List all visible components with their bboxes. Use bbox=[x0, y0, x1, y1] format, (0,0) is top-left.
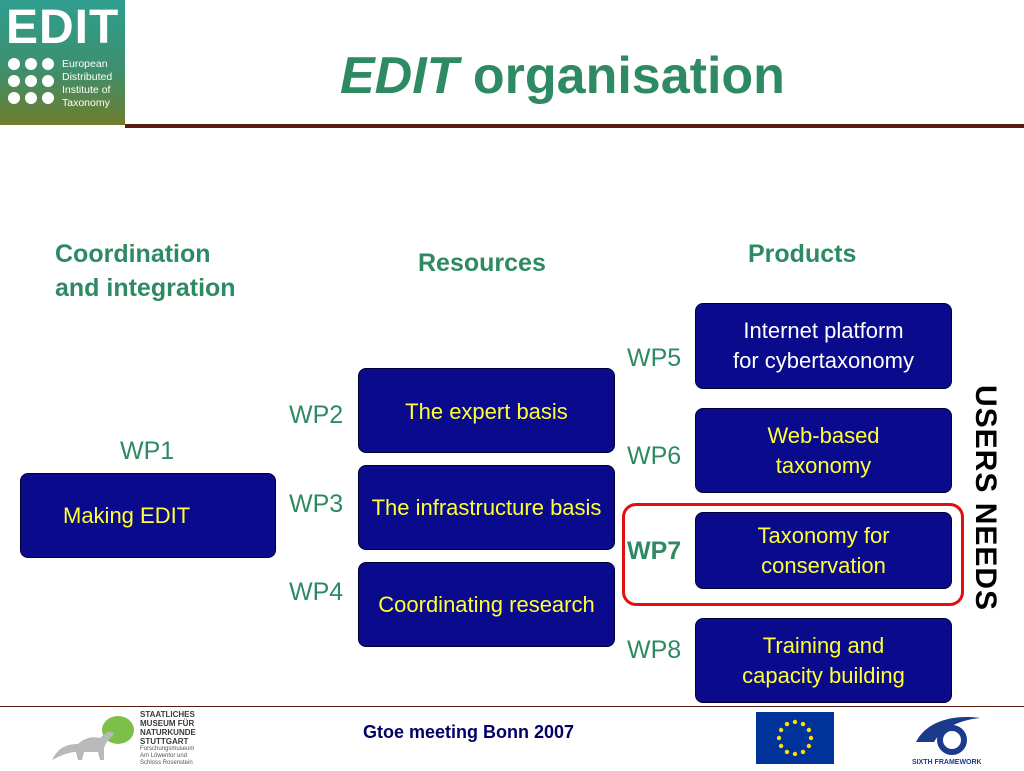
footer-divider bbox=[0, 706, 1024, 707]
wp7-highlight bbox=[622, 503, 964, 606]
box-web-based-taxonomy-line2: taxonomy bbox=[775, 452, 872, 478]
box-making-edit-text: Making EDIT bbox=[63, 502, 191, 528]
wp2-label: WP2 bbox=[289, 401, 344, 429]
wp4-label: WP4 bbox=[289, 578, 344, 606]
box-internet-platform-line2: for cybertaxonomy bbox=[733, 348, 914, 373]
logo-line: Distributed bbox=[62, 71, 113, 83]
box-web-based-taxonomy: Web-based taxonomy bbox=[695, 408, 952, 493]
header-coordination-line1: Coordination bbox=[55, 240, 211, 268]
box-training-capacity-line1: Training and bbox=[762, 632, 885, 658]
box-internet-platform-line1: Internet platform bbox=[743, 318, 904, 343]
museum-line: MUSEUM FÜR bbox=[140, 719, 195, 728]
museum-subtitle: Forschungsmuseum Am Löwentor und Schloss… bbox=[140, 746, 200, 767]
title-divider bbox=[125, 124, 1024, 128]
eu-stars-icon bbox=[776, 719, 814, 757]
box-taxonomy-conservation-line1: Taxonomy for bbox=[757, 522, 890, 548]
box-internet-platform: Internet platform for cybertaxonomy bbox=[695, 303, 952, 389]
wp3-label: WP3 bbox=[289, 490, 344, 518]
box-making-edit: Making EDIT bbox=[20, 473, 276, 558]
logo-line: Taxonomy bbox=[62, 97, 110, 109]
wp1-label: WP1 bbox=[120, 437, 175, 465]
dinosaur-icon bbox=[52, 716, 134, 760]
museum-line: NATURKUNDE bbox=[140, 728, 196, 737]
wp8-label: WP8 bbox=[627, 636, 682, 664]
users-needs-label: USERS NEEDS bbox=[969, 385, 1002, 612]
logo-line: Institute of bbox=[62, 84, 111, 96]
museum-sub-line: Forschungsmuseum bbox=[140, 746, 195, 752]
box-infrastructure-basis-text: The infrastructure basis bbox=[371, 494, 602, 520]
logo-subtitle: European Distributed Institute of Taxono… bbox=[62, 58, 112, 110]
box-coordinating-research: Coordinating research bbox=[358, 562, 615, 647]
museum-line: STAATLICHES bbox=[140, 710, 195, 719]
box-infrastructure-basis: The infrastructure basis bbox=[358, 465, 615, 550]
title-italic: EDIT bbox=[340, 47, 459, 105]
box-training-capacity: Training and capacity building bbox=[695, 618, 952, 703]
museum-logo: STAATLICHES MUSEUM FÜR NATURKUNDE STUTTG… bbox=[48, 708, 198, 766]
logo-dots-icon bbox=[8, 58, 62, 104]
header-coordination: Coordination and integration bbox=[55, 237, 236, 305]
header-coordination-line2: and integration bbox=[55, 274, 236, 302]
box-web-based-taxonomy-line1: Web-based bbox=[767, 422, 880, 448]
title-rest: organisation bbox=[458, 47, 785, 105]
wp6-label: WP6 bbox=[627, 442, 682, 470]
wp5-label: WP5 bbox=[627, 344, 682, 372]
slide-title: EDIT organisation bbox=[340, 46, 785, 106]
header-resources: Resources bbox=[418, 249, 546, 277]
museum-sub-line: Schloss Rosenstein bbox=[140, 760, 193, 766]
museum-sub-line: Am Löwentor und bbox=[140, 753, 188, 759]
box-taxonomy-conservation: Taxonomy for conservation bbox=[695, 512, 952, 589]
fp6-logo: SIXTH FRAMEWORK PROGRAMME bbox=[912, 712, 984, 766]
eu-flag-icon bbox=[756, 712, 834, 764]
header-products: Products bbox=[748, 240, 857, 268]
museum-name: STAATLICHES MUSEUM FÜR NATURKUNDE STUTTG… bbox=[140, 710, 200, 746]
logo-title: EDIT bbox=[6, 1, 120, 54]
fp6-icon bbox=[916, 717, 980, 755]
logo-line: European bbox=[62, 58, 108, 70]
box-expert-basis: The expert basis bbox=[358, 368, 615, 453]
museum-line: STUTTGART bbox=[140, 737, 189, 746]
box-taxonomy-conservation-line2: conservation bbox=[761, 552, 886, 578]
footer-meeting: Gtoe meeting Bonn 2007 bbox=[363, 722, 575, 742]
box-training-capacity-line2: capacity building bbox=[742, 662, 905, 688]
box-expert-basis-text: The expert basis bbox=[405, 399, 568, 424]
fp6-text: SIXTH FRAMEWORK PROGRAMME bbox=[912, 759, 984, 766]
wp7-label: WP7 bbox=[627, 537, 682, 565]
box-coordinating-research-text: Coordinating research bbox=[378, 591, 595, 617]
edit-logo: EDIT European Distributed Institute of T… bbox=[0, 0, 125, 125]
